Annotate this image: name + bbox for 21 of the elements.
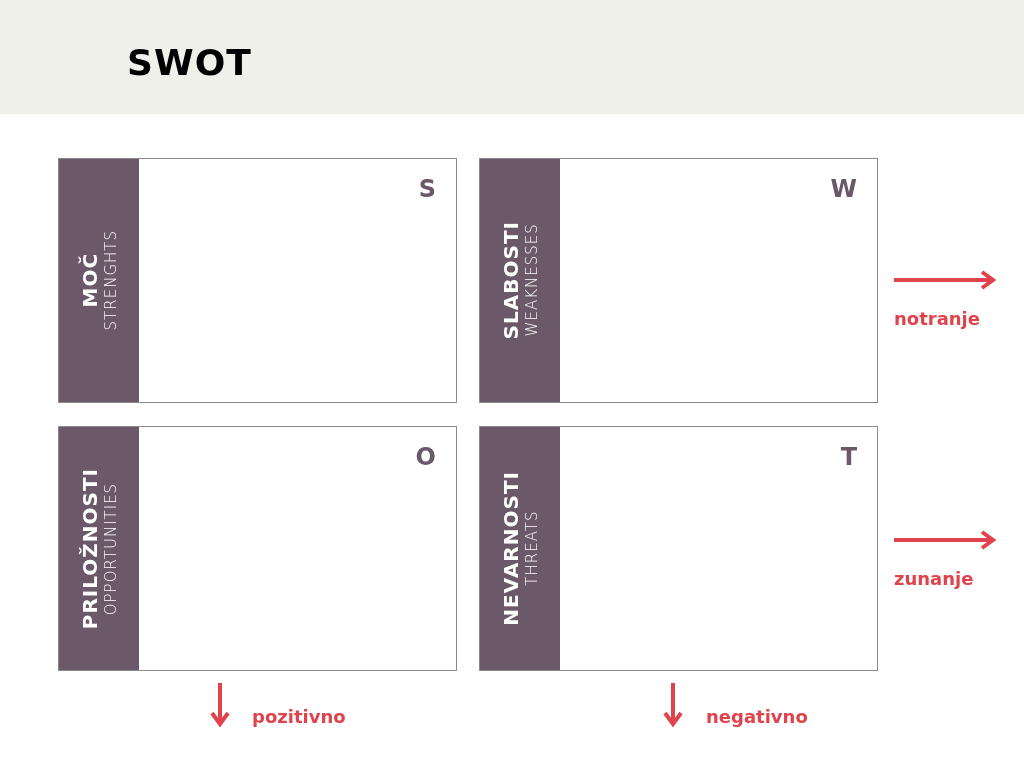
axis-label: zunanje xyxy=(894,568,974,589)
quadrant-letter: S xyxy=(418,175,436,203)
page-title: SWOT xyxy=(127,42,252,83)
quadrant-subheading: OPPORTUNITIES xyxy=(102,482,120,615)
quadrant-heading: MOČ xyxy=(78,253,102,308)
axis-label: pozitivno xyxy=(252,706,346,727)
axis-label: negativno xyxy=(706,706,808,727)
quadrant-heading: PRILOŽNOSTI xyxy=(78,467,102,630)
axis-label: notranje xyxy=(894,308,980,329)
quadrant-box xyxy=(479,158,878,403)
quadrant-subheading: THREATS xyxy=(523,510,541,587)
quadrant-heading: NEVARNOSTI xyxy=(499,471,523,626)
quadrant-subheading: STRENGHTS xyxy=(102,230,120,331)
quadrant-letter: W xyxy=(830,175,857,203)
quadrant-heading: SLABOSTI xyxy=(499,221,523,340)
quadrant-box xyxy=(58,158,457,403)
quadrant-box xyxy=(479,426,878,671)
quadrant-letter: O xyxy=(415,443,436,471)
quadrant-box xyxy=(58,426,457,671)
quadrant-letter: T xyxy=(840,443,857,471)
quadrant-subheading: WEAKNESSES xyxy=(523,223,541,338)
